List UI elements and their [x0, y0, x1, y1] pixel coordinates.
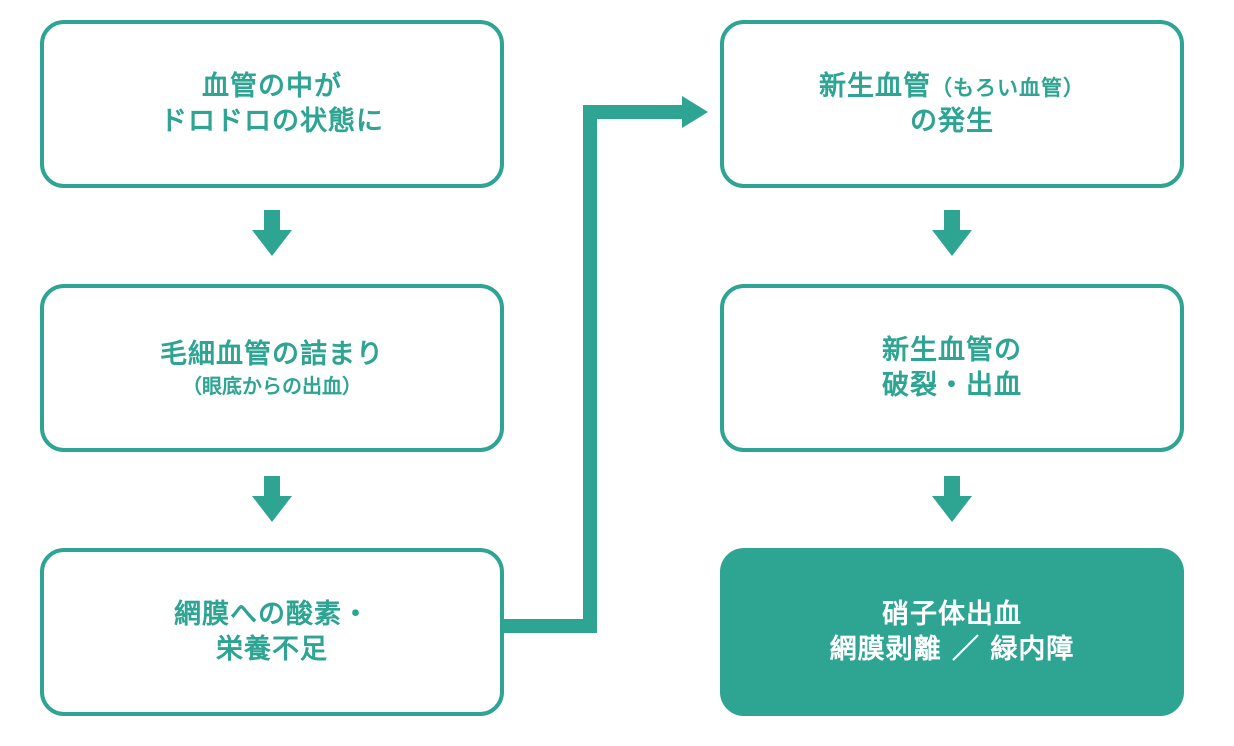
box2-line2: （眼底からの出血）: [182, 373, 362, 398]
down-arrow-right-2: [932, 476, 972, 522]
box-capillary-blockage: 毛細血管の詰まり （眼底からの出血）: [40, 284, 504, 452]
box6-line2: 網膜剥離 ／ 緑内障: [829, 634, 1075, 665]
elbow-connector-arrow: [502, 96, 708, 633]
box3-line1: 網膜への酸素・: [174, 598, 370, 630]
box-vitreous-hemorrhage: 硝子体出血 網膜剥離 ／ 緑内障: [720, 548, 1184, 716]
down-arrow-right-1: [932, 210, 972, 256]
box-retina-oxygen-shortage: 網膜への酸素・ 栄養不足: [40, 548, 504, 716]
box1-line1: 血管の中が: [202, 70, 342, 102]
box-vessel-rupture: 新生血管の 破裂・出血: [720, 284, 1184, 452]
box3-line2: 栄養不足: [216, 634, 328, 665]
box4-line1-note: （もろい血管）: [931, 75, 1085, 100]
box4-line1-main: 新生血管: [819, 70, 931, 102]
box6-line1: 硝子体出血: [882, 598, 1022, 630]
down-arrow-left-2: [252, 476, 292, 522]
box4-line2: の発生: [910, 106, 994, 137]
down-arrow-left-1: [252, 210, 292, 256]
box-blood-viscous: 血管の中が ドロドロの状態に: [40, 20, 504, 188]
box5-line2: 破裂・出血: [882, 370, 1022, 401]
box2-line1: 毛細血管の詰まり: [160, 339, 384, 371]
box-new-vessels: 新生血管（もろい血管） の発生: [720, 20, 1184, 188]
box5-line1: 新生血管の: [882, 334, 1022, 366]
box4-line1: 新生血管（もろい血管）: [819, 69, 1085, 104]
box1-line2: ドロドロの状態に: [160, 106, 384, 137]
